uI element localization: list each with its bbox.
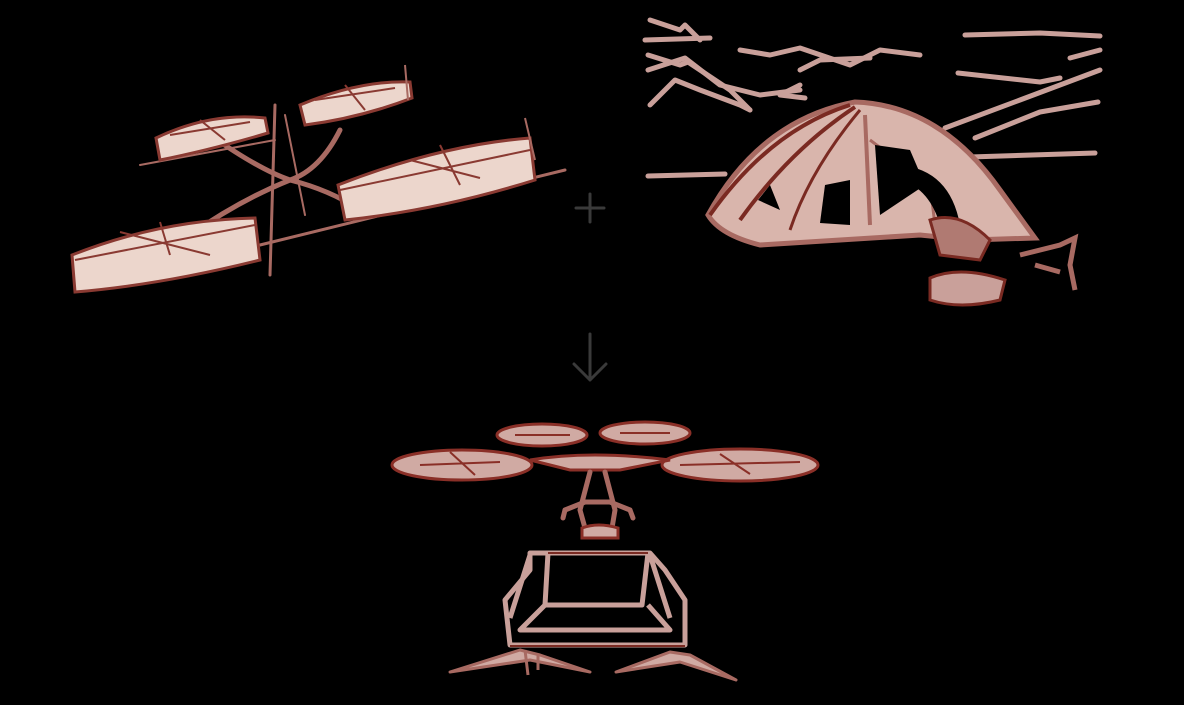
down-arrow-icon: ↓ xyxy=(568,330,612,385)
gear-pile xyxy=(928,216,1079,307)
drone-sketch: Quadcopter drone sketch xyxy=(60,60,580,310)
plus-icon: + xyxy=(572,190,608,226)
drone-illustration xyxy=(70,64,567,294)
drone-tent-sketch: Drone carrying a tent-like cabin sketch xyxy=(380,410,830,700)
tent-illustration xyxy=(642,17,1103,307)
rotor-icon xyxy=(390,448,534,482)
rotor-icon xyxy=(660,447,820,483)
rotor-icon xyxy=(336,117,537,222)
drone-tent-illustration xyxy=(390,420,820,682)
rotor-icon xyxy=(154,115,270,162)
tent-cabin xyxy=(502,550,688,648)
rotor-icon xyxy=(298,64,414,127)
landing-legs xyxy=(448,648,738,682)
tent-sketch: Dome tent in mountain landscape sketch xyxy=(640,10,1110,320)
tent-dome xyxy=(705,99,1040,248)
rotor-icon xyxy=(70,216,262,294)
